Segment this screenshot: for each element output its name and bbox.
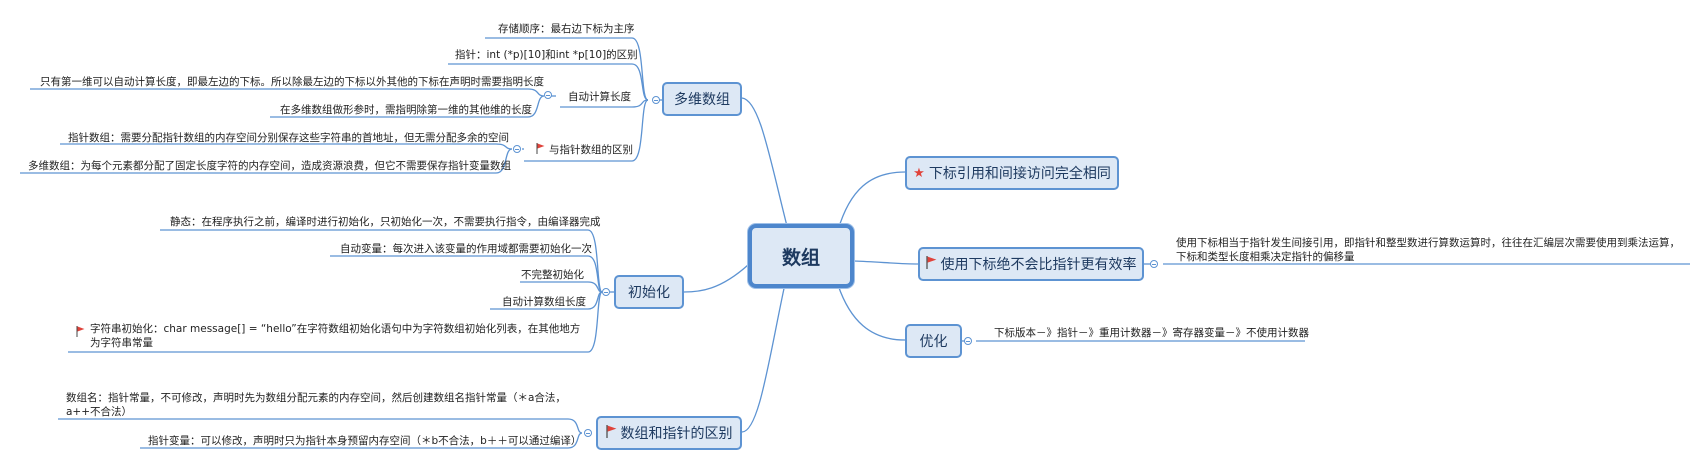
array-name-label: 数组名：指针常量，不可修改，声明时先为数组分配元素的内存空间，然后创建数组名指针…	[66, 392, 566, 418]
topic-subscript-efficiency[interactable]: 使用下标绝不会比指针更有效率	[918, 247, 1144, 281]
init-auto-length-label: 自动计算数组长度	[502, 296, 586, 308]
init-string-label: 字符串初始化：char message[] = “hello”在字符数组初始化语…	[90, 323, 581, 349]
pointer-array-detail-2: 多维数组：为每个元素都分配了固定长度字符的内存空间，造成资源浪费，但它不需要保存…	[28, 160, 511, 172]
init-incomplete-label: 不完整初始化	[521, 269, 584, 281]
topic-array-pointer-diff[interactable]: 数组和指针的区别	[596, 416, 742, 450]
pointer-var-label: 指针变量：可以修改，声明时只为指针本身预留内存空间（＊b不合法，b＋＋可以通过编…	[148, 435, 582, 447]
flag-icon	[925, 255, 937, 273]
pointer-array-detail-1: 指针数组：需要分配指针数组的内存空间分别保存这些字符串的首地址，但无需分配多余的…	[68, 132, 509, 144]
pointer-array-diff-topic: 与指针数组的区别	[536, 143, 633, 158]
topic-init-label: 初始化	[628, 285, 670, 301]
connector-efficiency	[853, 260, 919, 265]
flag-icon	[76, 326, 85, 341]
central-topic[interactable]: 数组	[748, 224, 854, 288]
storage-order-label: 存储顺序：最右边下标为主序	[498, 23, 635, 35]
auto-length-label: 自动计算长度	[568, 91, 631, 103]
auto-length-detail-2: 在多维数组做形参时，需指明除第一维的其他维的长度	[280, 104, 532, 116]
connector-init	[683, 264, 749, 293]
topic-subscript-efficiency-label: 使用下标绝不会比指针更有效率	[940, 257, 1137, 273]
central-topic-label: 数组	[781, 246, 820, 269]
topic-optimize-label: 优化	[919, 334, 948, 350]
init-auto-label: 自动变量：每次进入该变量的作用域都需要初始化一次	[340, 243, 592, 255]
init-string-topic: 字符串初始化：char message[] = “hello”在字符数组初始化语…	[76, 322, 586, 350]
collapse-pointer-array-diff-icon[interactable]	[513, 145, 521, 153]
optimize-detail: 下标版本－》指针－》重用计数器－》寄存器变量－》不使用计数器	[994, 327, 1309, 339]
pointer-array-diff-label: 与指针数组的区别	[549, 144, 633, 156]
connector-multi-dim	[741, 97, 789, 231]
topic-optimize[interactable]: 优化	[905, 324, 962, 358]
flag-icon	[605, 424, 617, 442]
collapse-init-icon[interactable]	[602, 288, 610, 296]
connector-optimize	[837, 284, 906, 341]
collapse-auto-length-icon[interactable]	[544, 91, 552, 99]
flag-icon	[536, 143, 545, 158]
topic-array-pointer-diff-label: 数组和指针的区别	[620, 426, 733, 442]
topic-multi-dim-label: 多维数组	[674, 92, 730, 108]
collapse-array-pointer-diff-icon[interactable]	[584, 429, 592, 437]
subscript-efficiency-detail: 使用下标相当于指针发生间接引用，即指针和整型数进行算数运算时，往往在汇编层次需要…	[1176, 237, 1680, 263]
topic-init[interactable]: 初始化	[614, 275, 684, 309]
collapse-subscript-efficiency-icon[interactable]	[1150, 260, 1158, 268]
topic-subscript-same-label: 下标引用和间接访问完全相同	[928, 166, 1111, 182]
auto-length-detail-1: 只有第一维可以自动计算长度，即最左边的下标。所以除最左边的下标以外其他的下标在声…	[40, 76, 544, 88]
init-static-label: 静态：在程序执行之前，编译时进行初始化，只初始化一次，不需要执行指令，由编译器完…	[170, 216, 601, 228]
topic-multi-dim[interactable]: 多维数组	[662, 82, 742, 116]
pointer-diff-label: 指针：int (*p)[10]和int *p[10]的区别	[455, 49, 638, 61]
connector-subscript-same	[837, 171, 906, 231]
collapse-optimize-icon[interactable]	[964, 337, 972, 345]
collapse-multi-dim-icon[interactable]	[652, 96, 660, 104]
topic-subscript-same[interactable]: ★下标引用和间接访问完全相同	[905, 156, 1119, 190]
connector-array-pointer	[741, 269, 789, 433]
star-icon: ★	[913, 165, 925, 181]
